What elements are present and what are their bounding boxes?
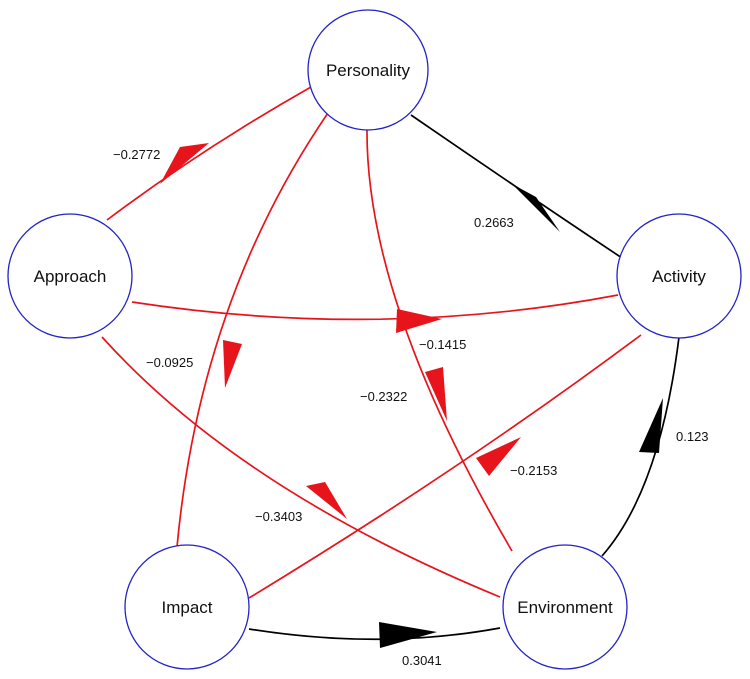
edge-label-personality-activity: 0.2663 <box>474 215 514 230</box>
arrowhead <box>425 367 447 421</box>
edge-line <box>176 112 329 548</box>
edge-line <box>131 294 619 321</box>
arrowhead <box>223 340 242 388</box>
node-impact: Impact <box>124 544 250 670</box>
edge-label-impact-activity: −0.2153 <box>510 463 557 478</box>
edge-label-environment-activity: 0.123 <box>676 429 709 444</box>
edge-impact-activity <box>248 334 642 599</box>
arrowhead <box>306 482 347 519</box>
arrowhead <box>639 398 663 453</box>
edge-label-personality-environment: −0.2322 <box>360 389 407 404</box>
edge-label-impact-environment: 0.3041 <box>402 653 442 668</box>
arrowhead <box>476 437 521 476</box>
arrowhead <box>396 309 442 333</box>
node-personality: Personality <box>307 9 429 131</box>
node-circle <box>124 544 250 670</box>
arrowhead <box>379 622 437 648</box>
edge-personality-activity <box>410 114 623 259</box>
edge-line <box>106 86 312 221</box>
edge-impact-environment <box>248 622 501 648</box>
node-environment: Environment <box>502 544 628 670</box>
edge-label-personality-approach: −0.2772 <box>113 147 160 162</box>
node-circle <box>502 544 628 670</box>
edge-label-approach-activity: −0.1415 <box>419 337 466 352</box>
node-label: Environment <box>517 598 613 617</box>
edge-label-personality-impact: −0.0925 <box>146 355 193 370</box>
edge-line <box>601 336 680 557</box>
edge-line <box>101 336 501 598</box>
node-approach: Approach <box>7 213 133 339</box>
edge-environment-activity <box>601 336 680 557</box>
arrowhead <box>160 143 209 184</box>
node-activity: Activity <box>616 213 742 339</box>
edge-label-approach-environment: −0.3403 <box>255 509 302 524</box>
node-label: Impact <box>161 598 212 617</box>
node-label: Approach <box>34 267 107 286</box>
node-circle <box>616 213 742 339</box>
node-label: Activity <box>652 267 706 286</box>
node-circle <box>7 213 133 339</box>
arrowhead <box>512 184 560 232</box>
node-label: Personality <box>326 61 411 80</box>
edge-personality-impact <box>176 112 329 548</box>
edge-personality-approach <box>106 86 312 221</box>
edge-line <box>248 627 501 641</box>
edge-approach-activity <box>131 294 619 333</box>
edge-line <box>248 334 642 599</box>
edge-approach-environment <box>101 336 501 598</box>
node-circle <box>307 9 429 131</box>
